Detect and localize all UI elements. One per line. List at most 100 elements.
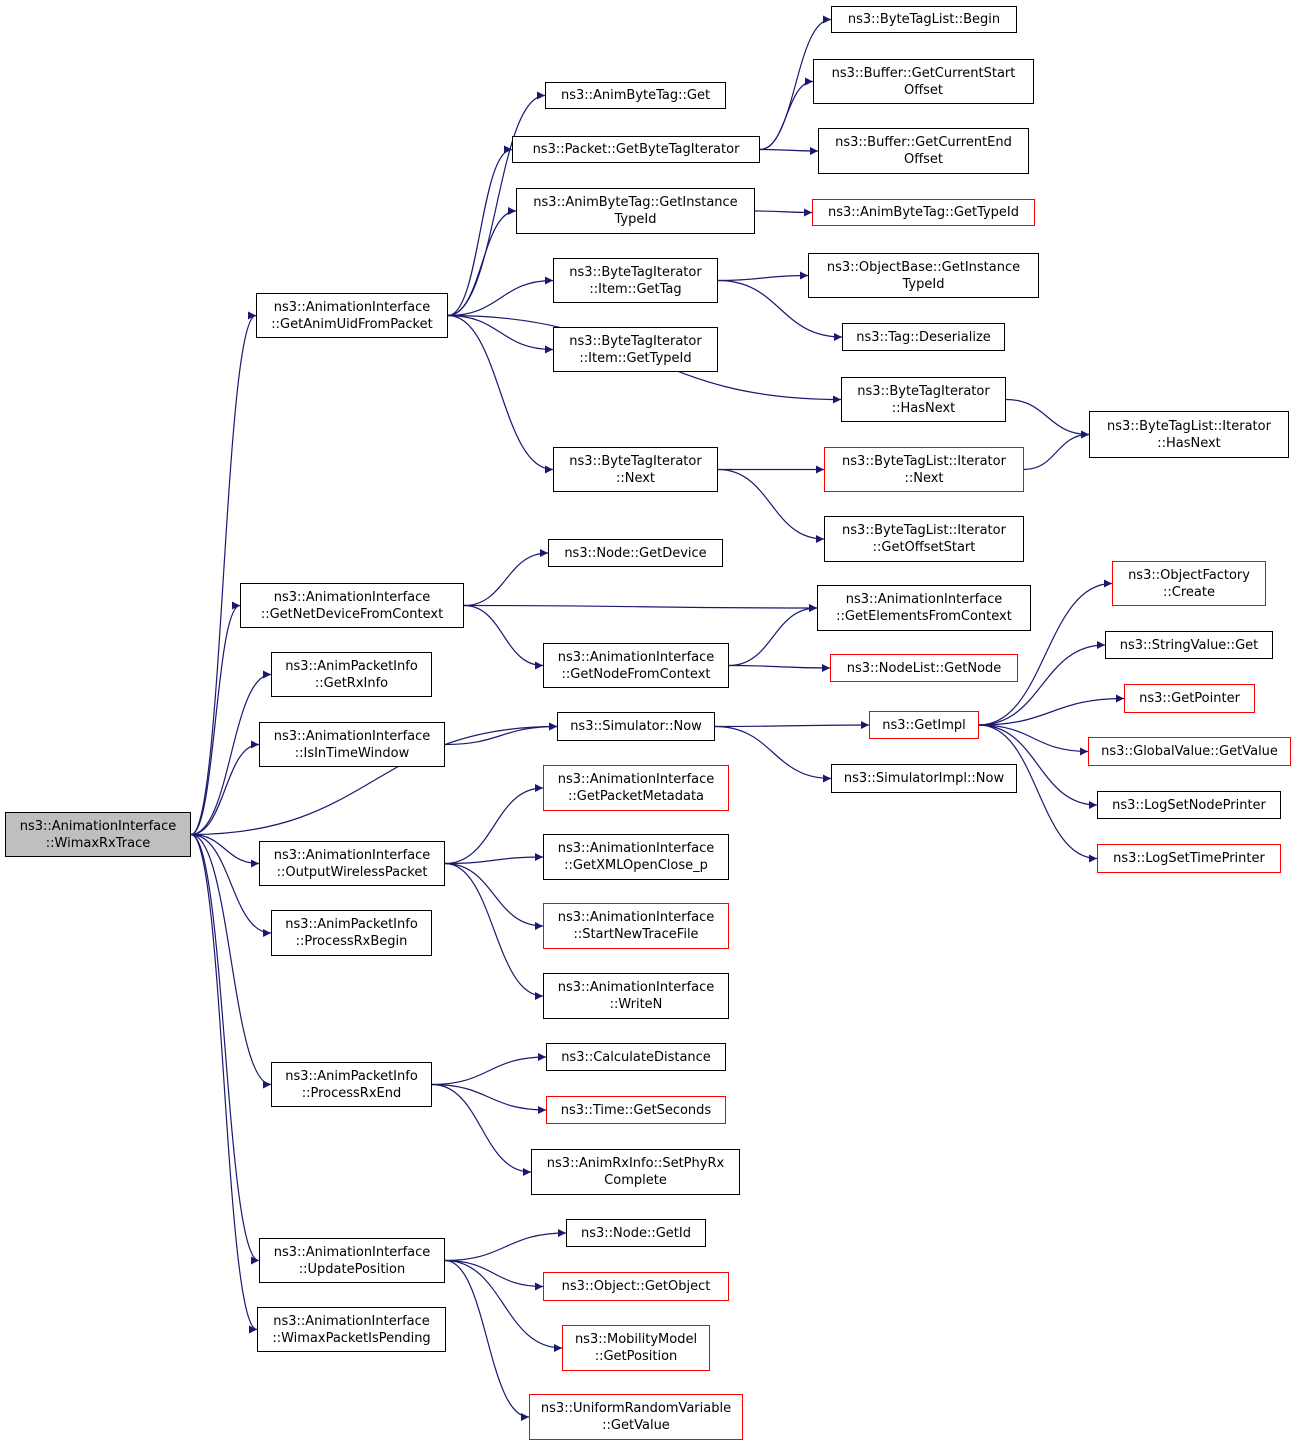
node-label-line: ::WimaxRxTrace [45, 835, 151, 851]
node-label-line: ns3::MobilityModel [574, 1332, 698, 1347]
node-label-line: ::Next [615, 470, 656, 486]
node-label-line: ::GetXMLOpenClose_p [564, 858, 708, 873]
edge-getimpl-to-getpointer [978, 694, 1125, 726]
node-label-line: ns3::AnimationInterface [845, 592, 1003, 607]
node-tag-deserialize[interactable]: ns3::Tag::Deserialize [842, 323, 1005, 351]
node-bytetaglist-begin[interactable]: ns3::ByteTagList::Begin [831, 6, 1017, 33]
node-animbytetag-get[interactable]: ns3::AnimByteTag::Get [545, 82, 726, 109]
node-label-line: ns3::UniformRandomVariable [540, 1401, 732, 1416]
edge-getimpl-to-stringvalueget [978, 641, 1106, 726]
node-writen[interactable]: ns3::AnimationInterface::WriteN [543, 973, 729, 1019]
node-label-line: ::Item::GetTypeId [579, 350, 692, 366]
edge-getanimuid-to-itemgettypeid [447, 314, 554, 354]
node-getpointer[interactable]: ns3::GetPointer [1124, 684, 1255, 713]
node-label-line: ns3::ObjectBase::GetInstance [826, 259, 1021, 275]
node-updateposition[interactable]: ns3::AnimationInterface::UpdatePosition [259, 1238, 445, 1283]
edge-root-to-simnow [190, 722, 558, 836]
node-getpacketmetadata[interactable]: ns3::AnimationInterface::GetPacketMetada… [543, 765, 729, 811]
node-bytetagiterator-item-gettypeid[interactable]: ns3::ByteTagIterator::Item::GetTypeId [553, 327, 718, 372]
node-label-line: ns3::AnimationInterface [557, 841, 715, 856]
node-label-line: ns3::AnimationInterface [557, 772, 715, 787]
node-stringvalue-get[interactable]: ns3::StringValue::Get [1105, 631, 1273, 659]
edge-itemgettag-to-tagdeser [717, 279, 843, 341]
node-object-getobject[interactable]: ns3::Object::GetObject [543, 1272, 729, 1301]
node-bytetagiterator-hasnext[interactable]: ns3::ByteTagIterator::HasNext [841, 377, 1006, 422]
node-label-line: ::HasNext [891, 400, 956, 416]
node-processrxbegin[interactable]: ns3::AnimPacketInfo::ProcessRxBegin [271, 910, 432, 956]
edge-itemgettag-to-objbaseinst [717, 271, 809, 282]
node-time-getseconds[interactable]: ns3::Time::GetSeconds [546, 1096, 726, 1124]
node-globalvalue-getvalue[interactable]: ns3::GlobalValue::GetValue [1088, 737, 1291, 766]
edge-btihasnext-to-btliterhasnext [1005, 398, 1090, 439]
node-label-line: ::GetPacketMetadata [567, 789, 705, 804]
node-label-line: ns3::ByteTagList::Iterator [1107, 418, 1271, 434]
node-bytetaglist-iterator-hasnext[interactable]: ns3::ByteTagList::Iterator::HasNext [1089, 411, 1289, 458]
node-label-line: ns3::AnimationInterface [19, 818, 177, 834]
node-label-line: ns3::AnimRxInfo::SetPhyRx [546, 1156, 725, 1171]
node-outputwirelesspacket[interactable]: ns3::AnimationInterface::OutputWirelessP… [259, 841, 445, 886]
node-label-line: ::OutputWirelessPacket [276, 864, 428, 880]
edge-root-to-getrxinfo [190, 670, 272, 836]
node-label-line: ns3::GetPointer [1139, 691, 1240, 706]
edge-outputwireless-to-writen [444, 862, 544, 1000]
node-label-line: TypeId [902, 276, 945, 292]
edge-getbytetagiter-to-bufstart [759, 77, 814, 151]
node-bytetaglist-iterator-getoffsetstart[interactable]: ns3::ByteTagList::Iterator::GetOffsetSta… [824, 516, 1024, 562]
node-getanimuidfrompacket[interactable]: ns3::AnimationInterface::GetAnimUidFromP… [256, 293, 448, 338]
edge-processrxend-to-timegetseconds [431, 1083, 547, 1114]
node-node-getdevice[interactable]: ns3::Node::GetDevice [548, 539, 723, 567]
node-label-line: ns3::AnimPacketInfo [285, 658, 418, 674]
node-logsettimeprinter[interactable]: ns3::LogSetTimePrinter [1097, 844, 1281, 873]
node-getnodefromcontext[interactable]: ns3::AnimationInterface::GetNodeFromCont… [543, 643, 729, 688]
node-mobilitymodel-getposition[interactable]: ns3::MobilityModel::GetPosition [562, 1325, 710, 1371]
node-label-line: ns3::Time::GetSeconds [560, 1102, 712, 1118]
edge-getnetdevice-to-nodegetdevice [463, 549, 549, 607]
node-logsetnodeprinter[interactable]: ns3::LogSetNodePrinter [1097, 791, 1281, 819]
node-objectfactory-create[interactable]: ns3::ObjectFactory::Create [1112, 561, 1266, 606]
node-wimaxpacketispending[interactable]: ns3::AnimationInterface::WimaxPacketIsPe… [257, 1307, 446, 1352]
node-label-line: ns3::ByteTagIterator [857, 383, 990, 399]
edge-getanimuid-to-getbytetagiter [447, 145, 513, 317]
node-label-line: ::ProcessRxEnd [301, 1085, 402, 1101]
node-getimpl[interactable]: ns3::GetImpl [869, 711, 979, 739]
node-label-line: ns3::AnimPacketInfo [285, 917, 418, 932]
node-isintimewindow[interactable]: ns3::AnimationInterface::IsInTimeWindow [259, 722, 445, 767]
node-bytetagiterator-next[interactable]: ns3::ByteTagIterator::Next [553, 447, 718, 492]
edge-btinext-to-btlitergetoffset [717, 468, 825, 543]
node-calculatedistance[interactable]: ns3::CalculateDistance [546, 1043, 726, 1071]
node-animbytetag-gettypeid[interactable]: ns3::AnimByteTag::GetTypeId [812, 199, 1035, 226]
edge-root-to-processrxbegin [190, 833, 272, 937]
node-bytetaglist-iterator-next[interactable]: ns3::ByteTagList::Iterator::Next [824, 447, 1024, 492]
node-simulator-now[interactable]: ns3::Simulator::Now [557, 712, 715, 741]
node-node-getid[interactable]: ns3::Node::GetId [566, 1219, 706, 1247]
node-getxmlopenclose-p[interactable]: ns3::AnimationInterface::GetXMLOpenClose… [543, 834, 729, 880]
node-simulatorimpl-now[interactable]: ns3::SimulatorImpl::Now [831, 764, 1017, 793]
node-getelementsfromcontext[interactable]: ns3::AnimationInterface::GetElementsFrom… [817, 585, 1031, 631]
node-getrxinfo[interactable]: ns3::AnimPacketInfo::GetRxInfo [271, 652, 432, 697]
node-packet-getbytetagiterator[interactable]: ns3::Packet::GetByteTagIterator [512, 136, 760, 163]
node-label-line: ns3::AnimByteTag::Get [560, 88, 711, 103]
node-getnetdevicefromcontext[interactable]: ns3::AnimationInterface::GetNetDeviceFro… [240, 583, 464, 628]
node-startnewtracefile[interactable]: ns3::AnimationInterface::StartNewTraceFi… [543, 903, 729, 949]
node-label-line: ns3::GlobalValue::GetValue [1101, 744, 1278, 759]
node-bytetagiterator-item-gettag[interactable]: ns3::ByteTagIterator::Item::GetTag [553, 258, 718, 303]
node-processrxend[interactable]: ns3::AnimPacketInfo::ProcessRxEnd [271, 1062, 432, 1107]
edge-root-to-getanimuid [190, 311, 257, 836]
node-label-line: ns3::Buffer::GetCurrentEnd [835, 135, 1012, 150]
node-label-line: ::WriteN [609, 997, 663, 1012]
node-label-line: ns3::AnimationInterface [273, 1313, 430, 1329]
node-uniformrandomvariable-getvalue[interactable]: ns3::UniformRandomVariable::GetValue [529, 1394, 743, 1440]
node-label-line: ns3::Tag::Deserialize [856, 329, 991, 345]
node-nodelist-getnode[interactable]: ns3::NodeList::GetNode [830, 654, 1018, 682]
node-label-line: ::ProcessRxBegin [295, 934, 408, 949]
node-label-line: ns3::AnimationInterface [273, 847, 431, 863]
edge-simnow-to-getimpl [714, 721, 870, 730]
node-label-line: ns3::Buffer::GetCurrentStart [831, 65, 1016, 81]
edge-getimpl-to-logsettime [978, 724, 1098, 863]
